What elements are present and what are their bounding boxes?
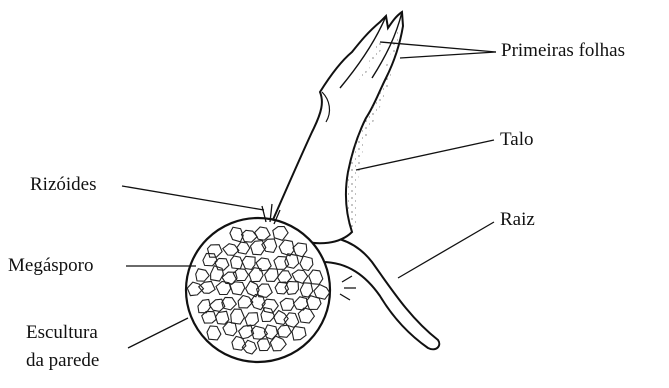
label-escultura-line2: da parede	[26, 350, 99, 372]
leader-rizoides	[122, 186, 264, 210]
megaspore-sphere	[186, 218, 330, 362]
label-talo: Talo	[500, 129, 534, 151]
leader-raiz	[398, 222, 494, 278]
stem-shape	[272, 12, 403, 243]
label-megasporo: Megásporo	[8, 255, 93, 277]
label-rizoides: Rizóides	[30, 174, 97, 196]
label-raiz: Raiz	[500, 209, 535, 231]
leader-talo	[356, 140, 494, 170]
leader-escultura	[128, 318, 188, 348]
label-escultura-line1: Escultura	[26, 322, 98, 344]
leader-primeiras-folhas-2	[400, 52, 496, 58]
label-primeiras-folhas: Primeiras folhas	[501, 40, 625, 62]
